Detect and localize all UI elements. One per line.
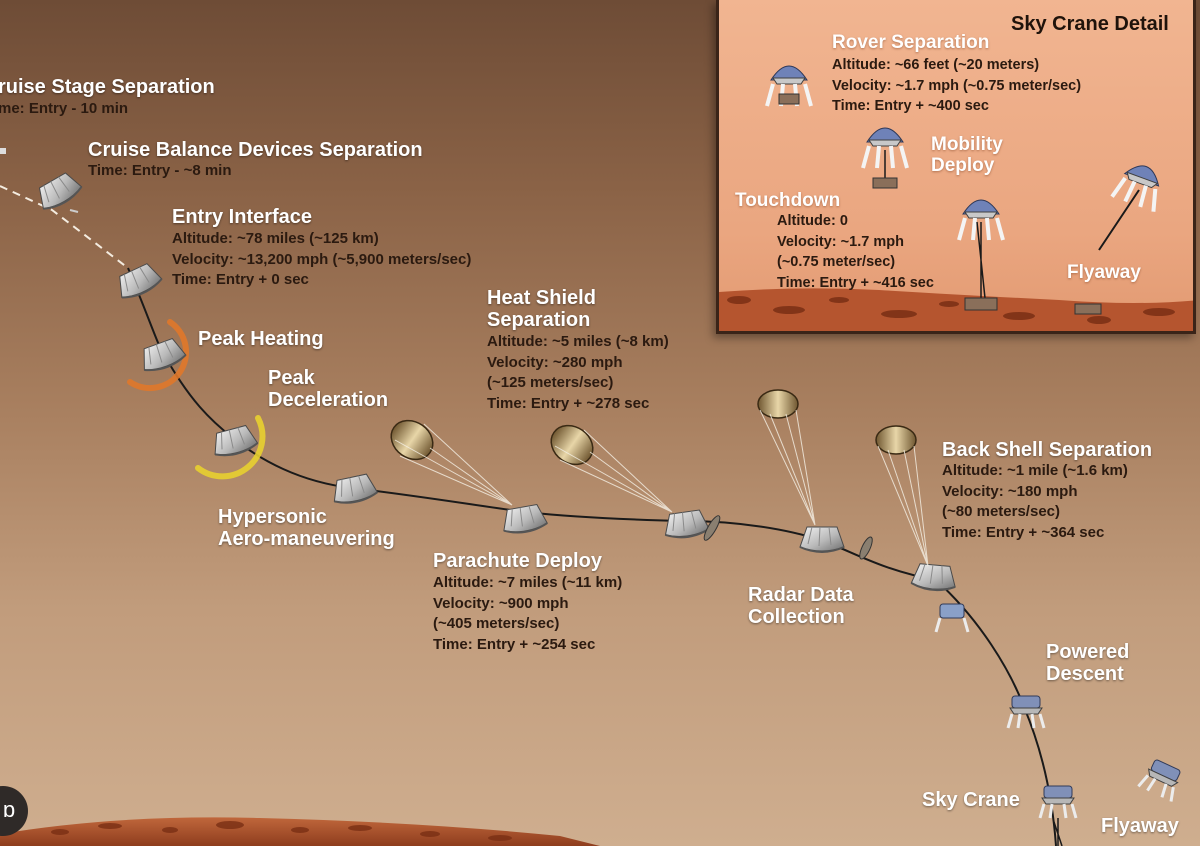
cruise-stage-icon [0,148,6,154]
descent-stage-icon [934,603,970,633]
label-line: Peak [268,367,315,389]
label-cruise-balance-devices-separation: Cruise Balance Devices Separation [88,139,423,161]
detail-line: (~405 meters/sec) [433,615,560,632]
bridle-icon [1053,818,1063,846]
rover-icon [1074,303,1102,315]
label-line: Deploy [931,155,995,176]
detail-line: Time: Entry + ~416 sec [777,274,934,291]
label-rover-separation: Rover Separation [832,32,990,53]
label-sky-crane: Sky Crane [922,789,1020,811]
rover-icon [872,177,898,189]
detail-line: Time: Entry + ~364 sec [942,523,1105,541]
capsule-icon [661,508,711,541]
label-line: Hypersonic [218,506,327,528]
peak-heating-glow [127,319,190,392]
label-line: Mobility [931,134,1003,155]
detail-line: Velocity: ~900 mph [433,594,569,612]
detail-line: Time: Entry + ~278 sec [487,394,650,412]
detail-line: Velocity: ~1.7 mph [777,233,904,250]
detail-line: Time: Entry + ~254 sec [433,635,596,653]
bridle-icon [1098,189,1140,251]
label-radar-data-collection: Radar Data Collection [748,584,854,628]
label-parachute-deploy: Parachute Deploy [433,550,602,572]
detail-line: Velocity: ~13,200 mph (~5,900 meters/sec… [172,250,472,268]
detail-line: Velocity: ~280 mph [487,353,623,371]
label-entry-interface: Entry Interface [172,206,313,228]
detail-line: (~0.75 meter/sec) [777,254,896,270]
detail-line: Velocity: ~1.7 mph (~0.75 meter/sec) [832,77,1082,94]
detail-line: Altitude: ~1 mile (~1.6 km) [942,462,1128,479]
capsule-icon [799,526,845,553]
parachute-icon [390,419,513,506]
capsule-icon [32,168,86,215]
inset-rocks [727,296,1175,324]
surface-rocks [51,821,512,841]
capsule-icon [208,422,260,461]
label-line: Descent [1046,663,1124,685]
detail-line: (~80 meters/sec) [942,503,1060,520]
label-peak-heating: Peak Heating [198,328,324,350]
peak-decel-glow [195,415,266,480]
label-mobility-deploy: Mobility Deploy [931,134,1003,176]
parachute-details: Altitude: ~7 miles (~11 km) Velocity: ~9… [433,573,622,655]
capsule-icon [909,562,958,593]
bridle-icon [976,221,986,299]
cruise-stage-time: me: Entry - 10 min [0,100,129,117]
parachute-icon [757,389,816,526]
detail-line: Time: Entry + ~400 sec [832,98,989,114]
label-peak-deceleration: Peak Deceleration [268,367,388,411]
parachute-icon [875,425,929,567]
capsule-icon [329,471,380,508]
parachute-icon [550,424,673,513]
sky-crane-icon [1038,784,1078,820]
label-back-shell-separation: Back Shell Separation [942,439,1153,461]
label-powered-descent: Powered Descent [1046,641,1129,685]
detail-line: Altitude: 0 [777,213,848,229]
detail-line: Time: Entry + 0 sec [172,271,309,288]
rover-icon [964,297,998,311]
sky-crane-detail-inset: Sky Crane Detail Rover Separation Altitu… [716,0,1196,334]
cruise-balance-devices-time: Time: Entry - ~8 min [88,162,232,179]
label-flyaway: Flyaway [1101,815,1179,837]
rover-icon [778,93,800,105]
detail-line: Altitude: ~66 feet (~20 meters) [832,57,1040,73]
heat-shield-details: Altitude: ~5 miles (~8 km) Velocity: ~28… [487,332,669,414]
detail-line: Altitude: ~5 miles (~8 km) [487,333,669,350]
back-shell-details: Altitude: ~1 mile (~1.6 km) Velocity: ~1… [942,461,1128,543]
capsule-icon [112,259,165,303]
label-inset-flyaway: Flyaway [1067,262,1141,283]
detail-line: Velocity: ~180 mph [942,482,1078,500]
detail-line: Altitude: ~78 miles (~125 km) [172,230,379,247]
label-cruise-stage-separation: ruise Stage Separation [0,76,215,98]
rover-separation-details: Altitude: ~66 feet (~20 meters) Velocity… [832,55,1081,117]
flyaway-crane-icon [1110,157,1170,214]
label-touchdown: Touchdown [735,190,841,211]
powered-descent-icon [1006,694,1046,730]
label-line: Powered [1046,641,1130,663]
capsule-icon [499,502,550,537]
label-line: Radar Data [748,584,854,606]
label-line: Separation [487,309,591,331]
label-line: Heat Shield [487,287,596,309]
inset-title: Sky Crane Detail [1011,13,1169,35]
cruise-path-dashed [0,185,129,269]
flyaway-stage-icon [1136,755,1187,804]
detail-line: Altitude: ~7 miles (~11 km) [433,574,623,591]
heat-shield-icon [703,515,721,541]
label-line: Deceleration [268,389,389,411]
trajectory-line [127,267,1057,846]
heat-shield-icon [859,536,873,560]
touchdown-details: Altitude: 0 Velocity: ~1.7 mph (~0.75 me… [777,211,934,293]
detail-line: (~125 meters/sec) [487,374,614,391]
balance-device-icon [69,209,79,213]
label-line: Aero-maneuvering [218,528,395,550]
label-line: Collection [748,606,845,628]
label-hypersonic-aero-maneuvering: Hypersonic Aero-maneuvering [218,506,395,550]
overlay-badge-glyph: ɒ [3,797,16,822]
label-heat-shield-separation: Heat Shield Separation [487,287,596,331]
entry-interface-details: Altitude: ~78 miles (~125 km) Velocity: … [172,229,471,291]
inset-scene [719,64,1193,331]
